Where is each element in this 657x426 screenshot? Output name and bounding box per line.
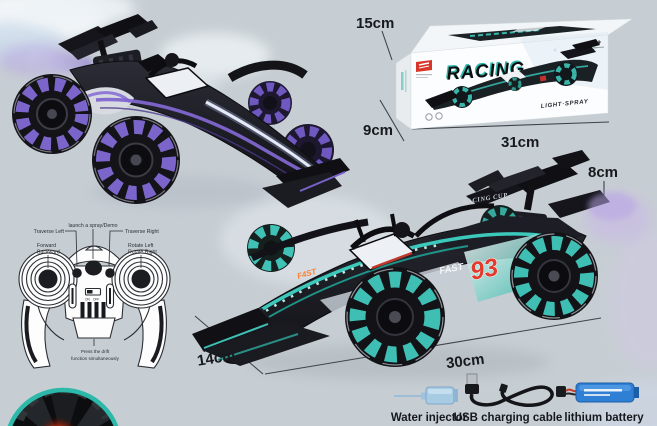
purple-far-wheel-rear — [248, 81, 292, 125]
purple-far-frame — [227, 60, 308, 82]
water-injector-label: Water injector — [391, 412, 468, 424]
brand-logo — [416, 60, 432, 72]
dimension-labels: 15cm 9cm 31cm 8cm 14cm 30cm — [196, 15, 618, 372]
remote-dome — [65, 245, 123, 269]
box-left-face — [395, 52, 412, 130]
remote-bottom-panel — [72, 317, 116, 339]
remote-button-traverse-right — [105, 268, 115, 278]
purple-wheel-rear-left — [12, 74, 92, 154]
switch-off-label: OFF — [93, 298, 99, 302]
box-top-car-art — [448, 26, 596, 41]
label-launch-spray: launch a spray/Demo — [68, 223, 117, 229]
switch-on-label: ON — [85, 298, 90, 302]
label-forward: Forward — [37, 243, 56, 249]
water-injector — [394, 386, 458, 405]
remote-control-diagram: ON OFF Traverse Left launch a spray/Demo… — [18, 223, 171, 369]
box-side-print — [401, 72, 404, 90]
purple-led-strip — [205, 100, 315, 172]
dim-car-width: 14cm — [196, 347, 237, 370]
purple-accent-stripe — [95, 97, 316, 180]
age-badge: 6+ — [593, 37, 603, 47]
purple-rc-car — [0, 14, 350, 208]
purple-wheel-front-left — [92, 116, 180, 204]
box-car-art — [425, 39, 600, 110]
box-tagline: LIGHT·SPRAY — [541, 99, 590, 110]
product-box: RACING RACING 6+ LIGHT·SPRAY — [395, 18, 633, 130]
wheel-closeup-thumbnail — [6, 387, 120, 426]
dim-box-width: 31cm — [501, 134, 539, 151]
usb-cable-label: USB charging cable — [454, 412, 563, 424]
teal-wheel-front — [345, 267, 445, 367]
teal-rc-car: RACING CUP FAST 93 F4ST — [192, 150, 636, 367]
decal-fast: FAST — [438, 261, 465, 277]
lithium-battery — [556, 382, 639, 403]
purple-windshield — [144, 67, 210, 99]
remote-grille — [80, 302, 85, 326]
teal-wheel-rear — [510, 232, 598, 320]
label-traverse-left: Traverse Left — [34, 229, 65, 235]
dim-car-height: 8cm — [588, 164, 618, 181]
remote-knob-right — [131, 269, 151, 289]
label-rotate-left: Rotate Left — [128, 243, 154, 249]
accessories: Water injector USB charging cable lithiu… — [391, 373, 644, 424]
teal-windshield — [348, 233, 416, 271]
label-drift-2: function simultaneously — [71, 356, 119, 361]
teal-spray-mist — [588, 192, 636, 220]
teal-rear-wing — [466, 150, 590, 211]
label-drift-1: Press the drift — [81, 349, 110, 354]
dim-car-length: 30cm — [445, 351, 485, 373]
decal-number: 93 — [468, 253, 501, 286]
dim-box-depth: 9cm — [363, 122, 393, 139]
usb-charging-cable — [465, 373, 554, 408]
remote-button-spray — [85, 260, 102, 276]
teal-glow-stripe — [235, 232, 571, 328]
dim-line-box-height — [381, 30, 393, 61]
dim-line-box-depth — [379, 99, 405, 142]
thumbnail-ring — [7, 387, 119, 426]
remote-button-traverse-left — [72, 268, 82, 278]
box-cert-icons — [425, 113, 433, 121]
battery-label: lithium battery — [564, 412, 644, 424]
label-traverse-right: Traverse Right — [125, 229, 159, 235]
dim-box-height: 15cm — [356, 15, 394, 32]
remote-knob-left — [38, 269, 58, 289]
dim-line-box-width — [411, 121, 610, 130]
label-rotate-right: Rotate Right — [128, 250, 157, 256]
label-backward: Backward — [37, 250, 60, 256]
teal-front-wing — [192, 308, 330, 366]
